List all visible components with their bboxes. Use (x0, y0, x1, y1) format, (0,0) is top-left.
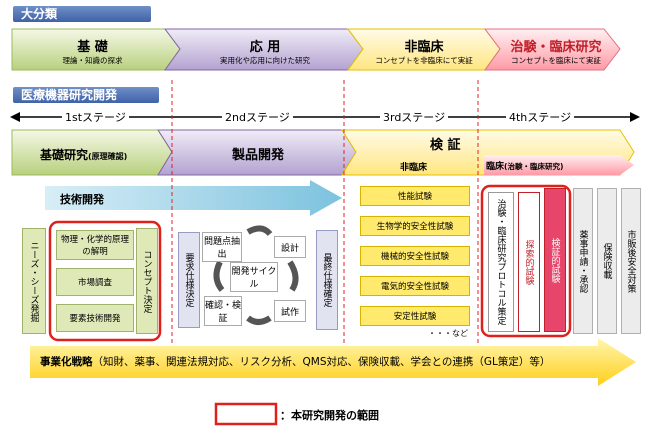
cycle-arrow-top (246, 225, 273, 237)
strategy-label: 事業化戦略 (40, 356, 93, 368)
cycle-prototype: 試作 (274, 300, 306, 322)
cycle-design: 設計 (274, 236, 306, 258)
legend-red-box (214, 402, 278, 426)
category-applied: 応 用 実用化や応用に向けた研究 (182, 36, 348, 66)
stage-arrow-left-head (10, 112, 20, 122)
tests-etc: ・・・など (428, 329, 468, 338)
cycle-center: 開発サイクル (230, 262, 278, 292)
test-biological-safety: 生物学的安全性試験 (360, 216, 470, 236)
requirements-decision: 要求仕様決定 (178, 232, 200, 328)
cycle-arrow-bottom (246, 315, 272, 325)
phase-basic-research-title: 基礎研究 (40, 148, 89, 162)
category-applied-subtitle: 実用化や応用に向けた研究 (220, 56, 310, 65)
tech-dev-arrow (45, 180, 342, 216)
confirmatory-trial: 検証的試験 (544, 188, 566, 332)
phase-nonclinical: 非臨床 (400, 163, 428, 173)
phase-verification: 検 証 (430, 138, 461, 153)
final-spec-decision: 最終仕様確定 (316, 230, 338, 330)
legend-text: ：本研究開発の範囲 (280, 409, 379, 422)
category-basic-title: 基 礎 (77, 40, 108, 55)
stage-arrow-right-head (630, 112, 640, 122)
strategy-text: 事業化戦略（知財、薬事、関連法規対応、リスク分析、QMS対応、保険収載、学会との… (40, 354, 550, 369)
stage-4-label: 4thステージ (506, 109, 575, 125)
stage-3-label: 3rdステージ (380, 109, 449, 125)
scope-frame-clinical (480, 184, 572, 338)
tech-dev-label: 技術開発 (60, 193, 104, 206)
test-mechanical-safety: 機械的安全性試験 (360, 246, 470, 266)
scope-frame-basic (48, 220, 162, 342)
category-clinical-shape (484, 28, 621, 71)
category-applied-title: 応 用 (249, 40, 281, 55)
insurance-listing: 保険収載 (597, 188, 617, 334)
regulatory-approval: 薬事申請・承認 (573, 188, 593, 334)
clinical-protocol: 治験・臨床研究プロトコル策定 (488, 192, 514, 332)
test-performance: 性能試験 (360, 186, 470, 206)
phase-clinical-shape (484, 155, 634, 175)
cycle-arrow-right (287, 260, 299, 292)
phase-basic-research-note: (原理確認) (88, 152, 128, 161)
cycle-problem-extraction: 問題点抽出 (202, 232, 242, 262)
strategy-details: （知財、薬事、関連法規対応、リスク分析、QMS対応、保険収載、学会との連携（GL… (92, 356, 551, 368)
header-medical-device-rd: 医療機器研究開発 (13, 87, 159, 103)
needs-seeds-discovery: ニーズ・シーズ発掘 (22, 228, 46, 334)
category-clinical-title: 治験・臨床研究 (510, 40, 602, 55)
category-nonclinical-title: 非臨床 (404, 40, 444, 55)
phase-basic-research: 基礎研究(原理確認) (40, 146, 127, 163)
basic-item-principle: 物理・化学的原理の解明 (56, 230, 134, 260)
test-electrical-safety: 電気的安全性試験 (360, 276, 470, 296)
basic-item-element-tech: 要素技術開発 (56, 304, 134, 332)
category-basic: 基 礎 理論・知識の探求 (20, 36, 165, 66)
header-major-category: 大分類 (13, 6, 151, 22)
category-clinical-subtitle: コンセプトを臨床にて実証 (511, 56, 601, 65)
stage-1-label: 1stステージ (62, 109, 129, 125)
cycle-arrow-left (213, 260, 225, 292)
cycle-verification: 確認・検証 (204, 296, 242, 326)
category-clinical: 治験・臨床研究 コンセプトを臨床にて実証 (500, 36, 612, 66)
concept-decision: コンセプト決定 (136, 228, 158, 334)
exploratory-trial: 探索的試験 (518, 192, 540, 332)
stage-2-label: 2ndステージ (222, 109, 293, 125)
phase-clinical: 臨床(治験・臨床研究) (486, 159, 563, 172)
category-nonclinical: 非臨床 コンセプトを非臨床にて実証 (363, 36, 485, 66)
strategy-arrow (30, 338, 636, 386)
category-basic-subtitle: 理論・知識の探求 (62, 56, 123, 65)
phase-clinical-note: (治験・臨床研究) (504, 162, 564, 171)
test-stability: 安定性試験 (360, 306, 470, 326)
post-market-safety: 市販後安全対策 (621, 188, 641, 334)
category-nonclinical-subtitle: コンセプトを非臨床にて実証 (375, 56, 473, 65)
phase-product-dev: 製品開発 (232, 148, 285, 163)
basic-item-market-research: 市場調査 (56, 268, 134, 296)
phase-clinical-title: 臨床 (486, 162, 505, 172)
